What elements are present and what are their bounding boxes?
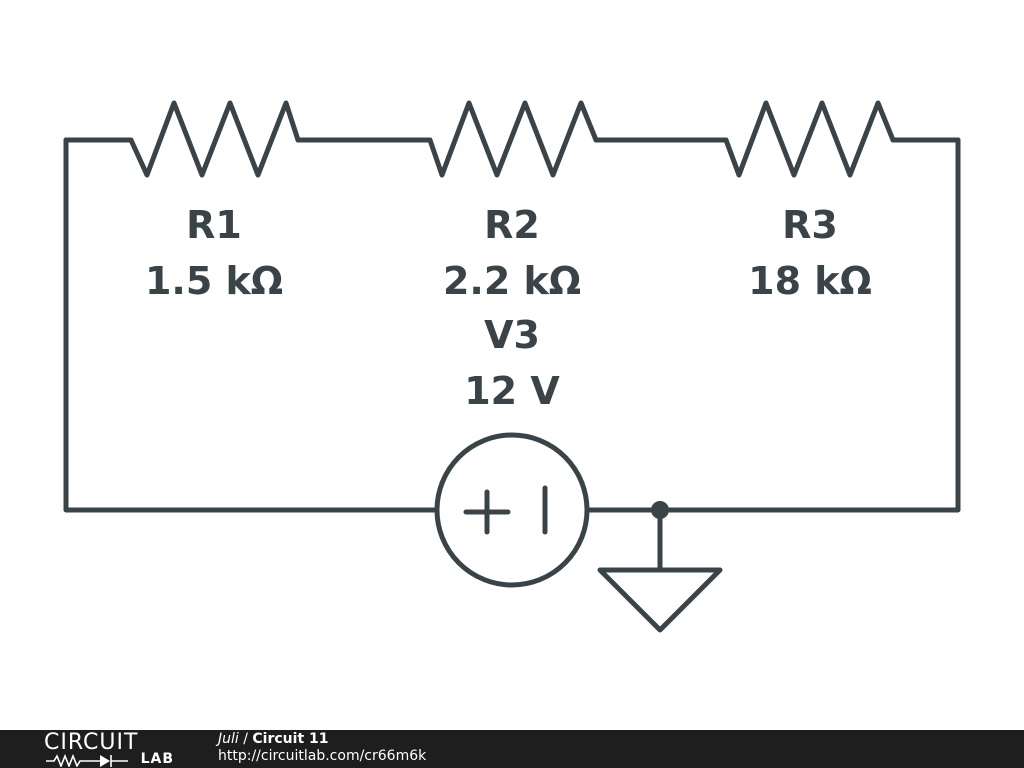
logo-text-circuit: CIRCUIT — [44, 730, 139, 755]
r1-name-label: R1 — [186, 203, 242, 247]
v3-name-label: V3 — [484, 313, 540, 357]
ground-symbol[interactable] — [597, 501, 723, 633]
r1-value-label: 1.5 kΩ — [145, 259, 283, 303]
circuit-meta: Juli / Circuit 11 http://circuitlab.com/… — [218, 731, 426, 765]
circuit-title[interactable]: Circuit 11 — [252, 731, 329, 747]
circuit-schematic: R1 1.5 kΩ R2 2.2 kΩ R3 18 kΩ V3 12 V — [63, 100, 961, 633]
r3-name-label: R3 — [782, 203, 838, 247]
circuitlab-logo[interactable]: CIRCUIT LAB — [44, 732, 176, 768]
r2-value-label: 2.2 kΩ — [443, 259, 581, 303]
logo-text-lab: LAB — [140, 751, 174, 767]
author-link[interactable]: Juli — [218, 731, 239, 747]
r2-name-label: R2 — [484, 203, 540, 247]
voltage-source-v3[interactable] — [434, 432, 590, 588]
ground-icon — [597, 567, 723, 633]
separator: / — [238, 731, 253, 747]
resistor-r2[interactable] — [427, 100, 599, 178]
r3-value-label: 18 kΩ — [748, 259, 872, 303]
v3-value-label: 12 V — [464, 369, 560, 413]
right-wire — [585, 137, 961, 513]
author-title-line: Juli / Circuit 11 — [218, 731, 426, 748]
resistor-r3[interactable] — [723, 100, 896, 178]
logo-resistor-diode-icon — [46, 753, 128, 767]
left-wire — [63, 137, 440, 513]
resistor-r1[interactable] — [128, 100, 301, 178]
circuit-url[interactable]: http://circuitlab.com/cr66m6k — [218, 748, 427, 764]
footer-bar: CIRCUIT LAB Juli / Circuit 11 http://cir… — [0, 730, 1024, 768]
